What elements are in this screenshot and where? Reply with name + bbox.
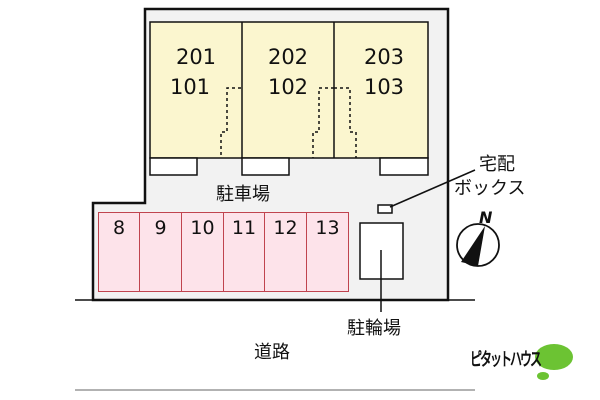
unit-label: 101: [169, 75, 211, 99]
parking-label: 駐車場: [216, 184, 270, 205]
compass-icon: [456, 223, 500, 267]
road-label: 道路: [254, 342, 290, 363]
logo-text: ピタットハウス: [470, 348, 542, 370]
balcony: [241, 157, 290, 176]
balcony: [149, 157, 198, 176]
unit-column: 201 101: [150, 42, 242, 102]
building: [149, 21, 429, 159]
unit-label: 102: [267, 75, 309, 99]
parking-slot: 9: [139, 212, 182, 292]
unit-label: 202: [267, 45, 309, 69]
unit-column: 203 103: [334, 42, 434, 102]
unit-label: 203: [363, 45, 405, 69]
parking-slot: 13: [306, 212, 349, 292]
compass-north-label: N: [479, 208, 493, 227]
stairs-dashed: [220, 87, 357, 158]
delivery-box-label: 宅配: [479, 154, 515, 175]
parking-slot: 10: [181, 212, 224, 292]
parking-slot: 11: [223, 212, 265, 292]
parking-slot: 8: [98, 212, 140, 292]
balcony: [379, 157, 429, 176]
unit-column: 202 102: [242, 42, 334, 102]
bicycle-parking-label: 駐輪場: [347, 318, 401, 339]
delivery-leader-line: [389, 169, 476, 208]
delivery-box: [377, 204, 393, 214]
logo-bubble-icon: [535, 344, 573, 380]
parking-slot: 12: [264, 212, 307, 292]
delivery-box-label: ボックス: [454, 178, 526, 199]
unit-label: 201: [175, 45, 217, 69]
unit-label: 103: [363, 75, 405, 99]
